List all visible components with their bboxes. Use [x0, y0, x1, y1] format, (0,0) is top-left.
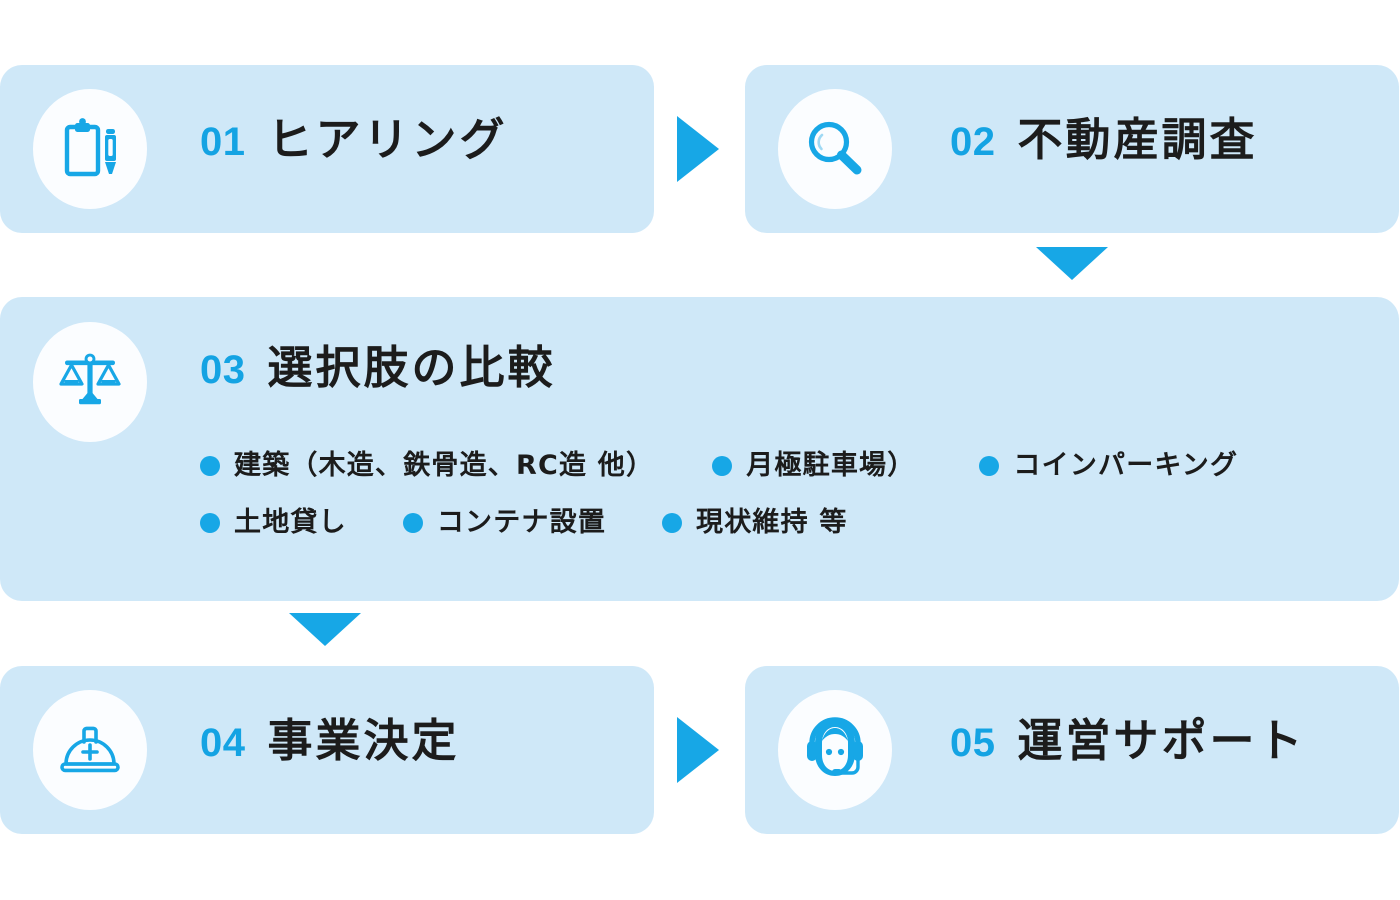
option-item: コンテナ設置: [402, 507, 607, 538]
arrow-down-icon-step03-to-step04: [289, 613, 361, 646]
step-title: 運営サポート: [1017, 714, 1306, 767]
step-card-05: 05 運営サポート: [745, 666, 1399, 834]
step-title: 選択肢の比較: [267, 341, 556, 394]
step-number: 05: [950, 721, 996, 765]
step-card-02: 02 不動産調査: [745, 65, 1399, 233]
step-number: 04: [200, 721, 246, 765]
bullet-dot-icon: [402, 512, 423, 533]
option-item: コインパーキング: [979, 452, 1238, 479]
bullet-dot-icon: [200, 512, 220, 533]
option-label: 現状維持 等: [696, 507, 848, 538]
step-number: 02: [950, 120, 996, 164]
step-card-03: 03 選択肢の比較 建築（木造、鉄骨造、RC造 他） 月極駐車場） コインパーキ…: [0, 297, 1399, 601]
option-item: 建築（木造、鉄骨造、RC造 他）: [200, 452, 654, 479]
step-heading: 01 ヒアリング: [200, 117, 508, 162]
balance-scale-icon: [33, 322, 147, 442]
arrow-right-icon-step01-to-step02: [677, 116, 719, 182]
step-heading: 05 運営サポート: [950, 718, 1306, 763]
option-row: 建築（木造、鉄骨造、RC造 他） 月極駐車場） コインパーキング: [200, 437, 1370, 494]
step-card-04: 04 事業決定: [0, 666, 654, 834]
arrow-right-icon-step04-to-step05: [677, 717, 719, 783]
bullet-dot-icon: [200, 455, 220, 476]
step-number: 01: [200, 120, 246, 164]
option-item: 月極駐車場）: [712, 452, 915, 479]
step-card-01: 01 ヒアリング: [0, 65, 654, 233]
arrow-down-icon-step02-to-step03: [1036, 247, 1108, 280]
option-label: コンテナ設置: [436, 507, 607, 538]
option-label: 土地貸し: [234, 507, 347, 538]
step-number: 03: [200, 348, 246, 392]
headset-operator-icon: [778, 690, 892, 810]
magnifying-glass-icon: [778, 89, 892, 209]
bullet-dot-icon: [662, 512, 683, 533]
step-heading: 02 不動産調査: [950, 117, 1258, 162]
step-heading: 04 事業決定: [200, 718, 460, 763]
step-title: 不動産調査: [1017, 113, 1258, 166]
option-label: 月極駐車場）: [746, 450, 916, 481]
safety-helmet-icon: [33, 690, 147, 810]
step-title: 事業決定: [267, 714, 460, 767]
option-item: 土地貸し: [200, 509, 347, 536]
option-row: 土地貸し コンテナ設置 現状維持 等: [200, 494, 1370, 551]
option-item: 現状維持 等: [662, 509, 848, 536]
option-list: 建築（木造、鉄骨造、RC造 他） 月極駐車場） コインパーキング 土地貸し: [200, 437, 1370, 551]
step-heading: 03 選択肢の比較: [200, 345, 556, 390]
option-label: コインパーキング: [1013, 450, 1239, 481]
bullet-dot-icon: [979, 455, 1000, 476]
bullet-dot-icon: [712, 455, 733, 476]
option-label: 建築（木造、鉄骨造、RC造 他）: [234, 450, 655, 481]
clipboard-pen-icon: [33, 89, 147, 209]
step-title: ヒアリング: [267, 113, 508, 166]
